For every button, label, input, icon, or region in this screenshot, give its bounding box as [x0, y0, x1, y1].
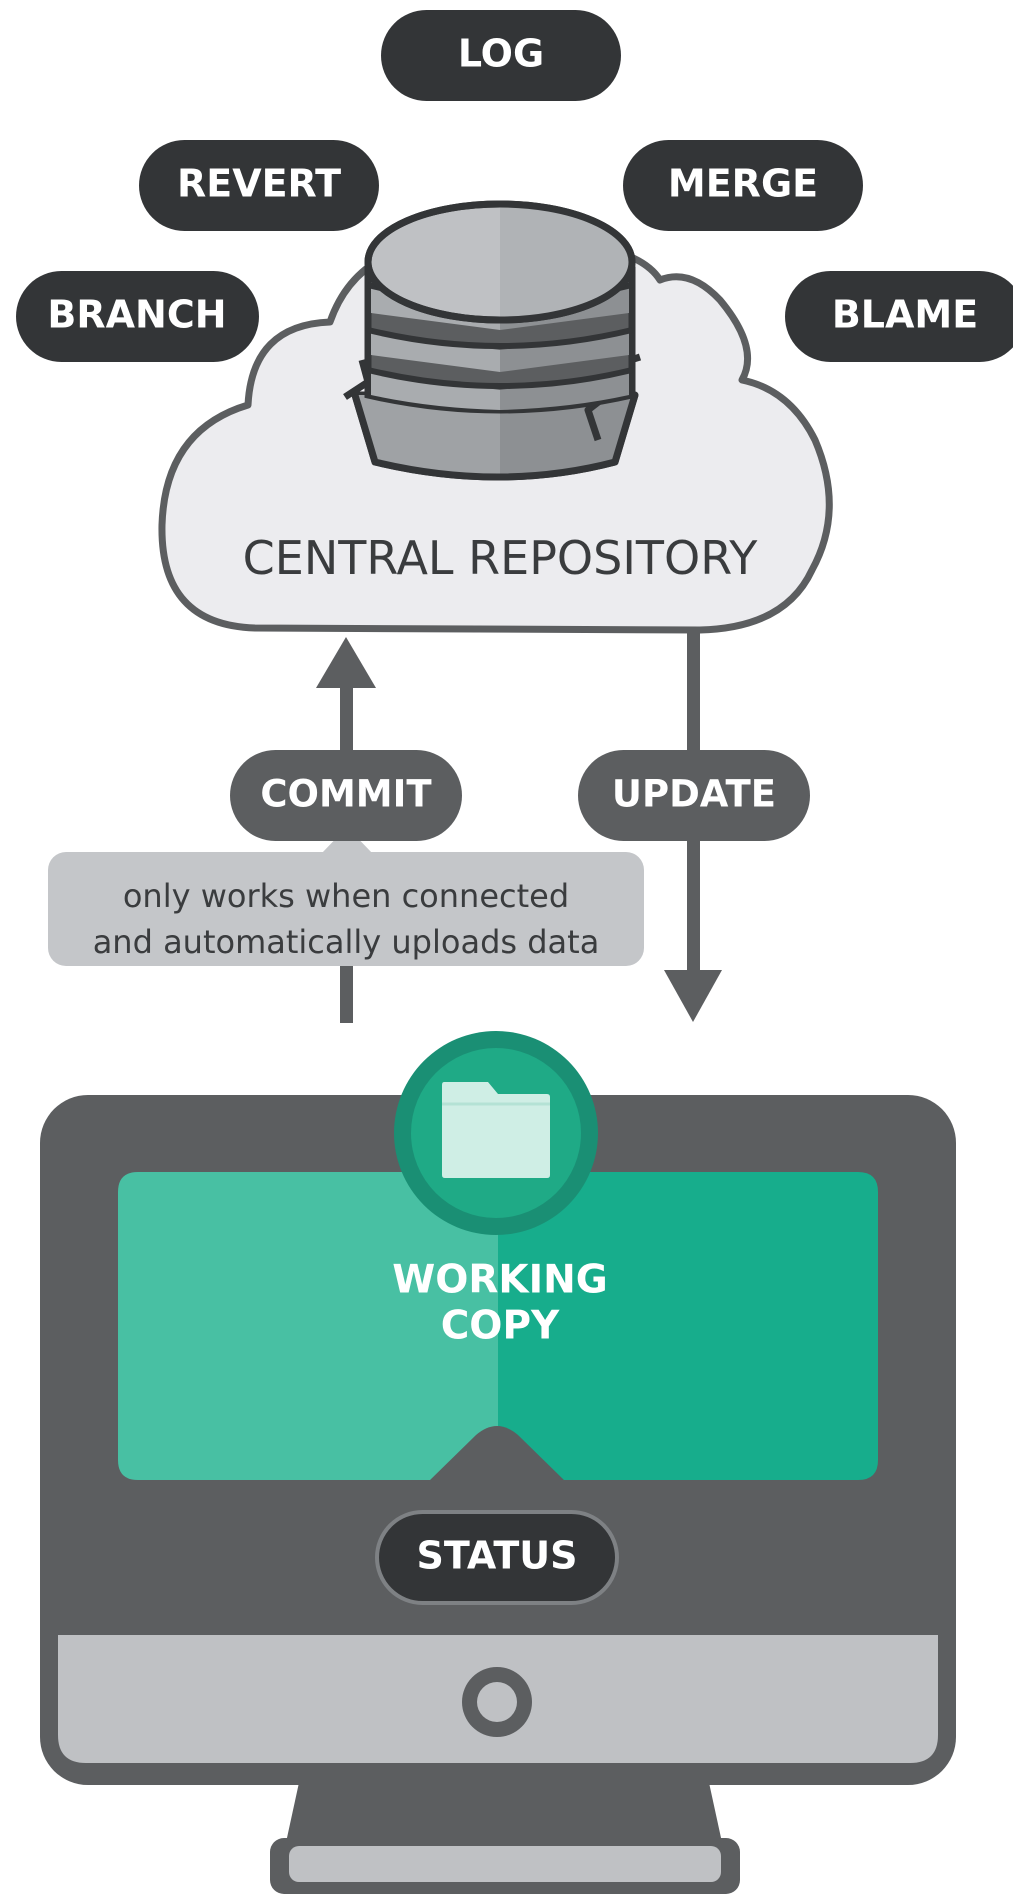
working-copy-screen: [118, 1172, 878, 1482]
note-line-1: only works when connected: [123, 877, 569, 915]
status-pill[interactable]: STATUS: [375, 1510, 619, 1605]
folder-icon: [442, 1082, 550, 1178]
branch-label: BRANCH: [47, 293, 226, 337]
working-copy-line-1: WORKING: [392, 1258, 608, 1303]
blame-label: BLAME: [832, 293, 978, 337]
branch-pill[interactable]: BRANCH: [16, 271, 259, 362]
log-label: LOG: [458, 32, 544, 76]
monitor-icon: [40, 1095, 956, 1894]
update-label: UPDATE: [612, 773, 776, 816]
merge-pill[interactable]: MERGE: [623, 140, 863, 231]
revert-label: REVERT: [177, 162, 341, 206]
note-line-2: and automatically uploads data: [93, 923, 600, 961]
commit-pill[interactable]: COMMIT: [230, 750, 462, 841]
database-icon: [343, 200, 642, 481]
working-copy-line-2: COPY: [441, 1304, 560, 1349]
log-pill[interactable]: LOG: [381, 10, 621, 101]
status-label: STATUS: [417, 1534, 578, 1578]
revert-pill[interactable]: REVERT: [139, 140, 379, 231]
folder-badge: [394, 1031, 598, 1235]
commit-label: COMMIT: [260, 773, 432, 816]
update-pill[interactable]: UPDATE: [578, 750, 810, 841]
central-repository-label: CENTRAL REPOSITORY: [243, 531, 759, 585]
commit-note-callout: only works when connected and automatica…: [48, 827, 644, 966]
blame-pill[interactable]: BLAME: [785, 271, 1013, 362]
merge-label: MERGE: [668, 162, 818, 206]
